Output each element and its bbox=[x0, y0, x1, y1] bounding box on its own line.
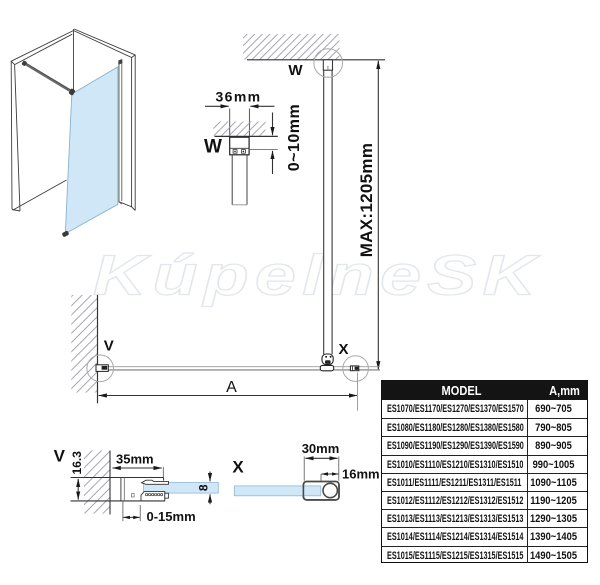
svg-text:A: A bbox=[226, 379, 237, 396]
svg-text:8: 8 bbox=[197, 484, 211, 491]
svg-text:36mm: 36mm bbox=[215, 88, 261, 104]
svg-text:W: W bbox=[204, 137, 222, 158]
svg-text:0~10mm: 0~10mm bbox=[286, 104, 303, 172]
svg-text:V: V bbox=[104, 338, 114, 355]
svg-text:W: W bbox=[288, 62, 303, 79]
svg-text:MAX:1205mm: MAX:1205mm bbox=[357, 143, 376, 258]
svg-text:V: V bbox=[54, 447, 66, 466]
svg-text:X: X bbox=[338, 341, 348, 358]
svg-text:16.3: 16.3 bbox=[70, 451, 84, 475]
svg-text:35mm: 35mm bbox=[116, 452, 154, 467]
svg-text:16mm: 16mm bbox=[342, 467, 380, 482]
svg-text:0-15mm: 0-15mm bbox=[147, 509, 196, 524]
svg-text:30mm: 30mm bbox=[302, 441, 340, 456]
svg-text:X: X bbox=[232, 458, 244, 477]
